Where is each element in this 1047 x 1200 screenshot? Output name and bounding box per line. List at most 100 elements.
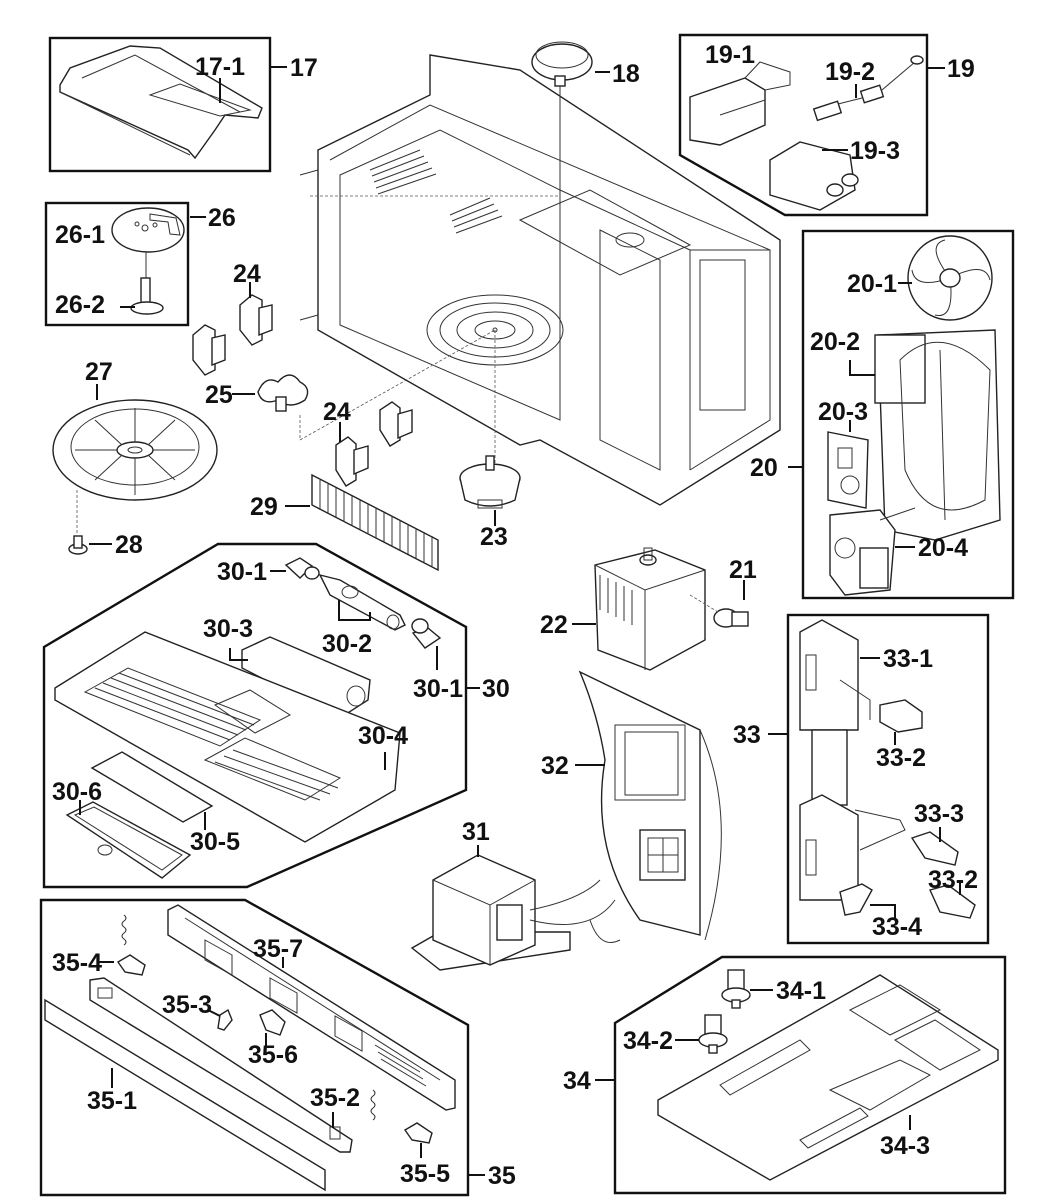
callout-34-3: 34-3 bbox=[880, 1132, 930, 1160]
group-34: 34-1 34-2 34-3 34 bbox=[563, 955, 1007, 1195]
callout-30-5: 30-5 bbox=[190, 828, 240, 856]
callout-30-1-top: 30-1 bbox=[217, 558, 267, 586]
callout-26: 26 bbox=[208, 204, 236, 232]
part-34-2-thermostat bbox=[698, 1014, 728, 1054]
callout-33: 33 bbox=[733, 721, 761, 749]
callout-25: 25 bbox=[205, 381, 233, 409]
callout-26-2: 26-2 bbox=[55, 291, 105, 319]
part-33-4-lever bbox=[839, 883, 873, 916]
callout-33-3: 33-3 bbox=[914, 800, 964, 828]
part-18-motor bbox=[531, 41, 593, 250]
part-32-waveguide-duct bbox=[578, 670, 722, 941]
group-26: 26-1 26-2 26 bbox=[44, 201, 236, 327]
part-30-2-heater bbox=[318, 573, 406, 631]
callout-17: 17 bbox=[290, 54, 318, 82]
callout-30-3: 30-3 bbox=[203, 615, 253, 643]
part-23-turntable-motor bbox=[459, 455, 521, 509]
group-17-box bbox=[48, 36, 272, 173]
callout-33-1: 33-1 bbox=[883, 645, 933, 673]
part-35-spring-lower bbox=[370, 1089, 376, 1121]
part-24-clip-lower bbox=[335, 401, 413, 487]
group-30: 30-1 30-2 30-1 30 30-3 3 bbox=[42, 542, 510, 889]
callout-35-4: 35-4 bbox=[52, 949, 102, 977]
callout-20: 20 bbox=[750, 454, 778, 482]
callout-20-4: 20-4 bbox=[918, 534, 968, 562]
callout-34-2: 34-2 bbox=[623, 1027, 673, 1055]
callout-32: 32 bbox=[541, 752, 569, 780]
callout-24-lower: 24 bbox=[323, 398, 351, 426]
part-33-3-switch bbox=[910, 831, 959, 866]
part-35-3-button bbox=[217, 1008, 233, 1031]
callout-20-1: 20-1 bbox=[847, 270, 897, 298]
callout-28: 28 bbox=[115, 531, 143, 559]
callout-24-upper: 24 bbox=[233, 260, 261, 288]
part-35-7-control-frame bbox=[167, 904, 456, 1111]
part-27-roller-ring bbox=[52, 399, 218, 501]
part-33-2-switch-upper bbox=[879, 699, 923, 733]
part-35-4-latch bbox=[116, 954, 146, 976]
part-35-2-pcb-bracket bbox=[89, 977, 353, 1153]
part-33-1-latch-body bbox=[799, 619, 906, 901]
callout-33-2-upper: 33-2 bbox=[876, 744, 926, 772]
part-35-1-control-panel bbox=[44, 998, 326, 1192]
part-31-transformer bbox=[410, 854, 621, 971]
callout-34: 34 bbox=[563, 1067, 591, 1095]
part-20-1-fan-blade bbox=[907, 235, 993, 321]
callout-19: 19 bbox=[947, 55, 975, 83]
part-20-4-fan-motor bbox=[829, 507, 916, 596]
callout-19-2: 19-2 bbox=[825, 58, 875, 86]
cavity-vent-grid bbox=[369, 149, 503, 234]
part-19-2-diode bbox=[812, 55, 924, 122]
part-33-2-switch-lower bbox=[929, 884, 976, 919]
part-20-2-fan-housing bbox=[874, 329, 1001, 541]
group-33-box bbox=[786, 613, 990, 945]
callout-21: 21 bbox=[729, 556, 757, 584]
part-35-5-latch bbox=[403, 1122, 433, 1144]
part-30-3-heater-cover bbox=[241, 636, 371, 719]
callout-34-1: 34-1 bbox=[776, 977, 826, 1005]
callout-26-1: 26-1 bbox=[55, 221, 105, 249]
part-26-1-coupler-plate bbox=[111, 207, 185, 253]
part-35-spring-upper bbox=[121, 914, 127, 946]
group-20-box bbox=[801, 229, 1015, 600]
part-20-3-pcb bbox=[827, 431, 869, 509]
part-19-1-bracket bbox=[689, 61, 791, 146]
callout-35-6: 35-6 bbox=[248, 1041, 298, 1069]
callout-35: 35 bbox=[488, 1162, 516, 1190]
callout-18: 18 bbox=[612, 60, 640, 88]
part-35-6-lever bbox=[259, 1009, 286, 1036]
callout-19-1: 19-1 bbox=[705, 41, 755, 69]
callout-33-2-lower: 33-2 bbox=[928, 866, 978, 894]
group-19-box bbox=[678, 33, 929, 217]
group-17: 17-1 17 bbox=[48, 36, 318, 173]
callout-17-1: 17-1 bbox=[195, 53, 245, 81]
part-21-thermostat bbox=[713, 608, 749, 628]
callout-35-3: 35-3 bbox=[162, 991, 212, 1019]
group-34-box bbox=[613, 955, 1007, 1195]
group-30-box bbox=[42, 542, 468, 889]
callout-20-2: 20-2 bbox=[810, 328, 860, 356]
callout-27: 27 bbox=[85, 358, 113, 386]
callout-19-3: 19-3 bbox=[850, 137, 900, 165]
part-30-6-filter-frame bbox=[65, 801, 192, 879]
callout-31: 31 bbox=[462, 818, 490, 846]
callout-35-2: 35-2 bbox=[310, 1084, 360, 1112]
part-30-1-lamp-holder-bottom bbox=[411, 618, 442, 649]
callout-29: 29 bbox=[250, 493, 278, 521]
callout-35-7: 35-7 bbox=[253, 935, 303, 963]
callout-30: 30 bbox=[482, 675, 510, 703]
part-26-2-shaft bbox=[120, 277, 164, 315]
group-20: 20-1 20-2 20-3 20-4 20 bbox=[750, 229, 1015, 600]
callout-22: 22 bbox=[540, 611, 568, 639]
group-35: 35-7 35-4 35-2 35-1 35-3 35-6 bbox=[39, 898, 516, 1197]
callout-30-4: 30-4 bbox=[358, 722, 408, 750]
part-19-3-capacitor bbox=[769, 141, 859, 211]
part-24-clip-upper bbox=[192, 294, 273, 376]
callout-30-2: 30-2 bbox=[322, 630, 372, 658]
part-17-1-cover bbox=[59, 45, 263, 160]
group-19: 19-1 19-2 19-3 19 bbox=[678, 33, 975, 217]
group-35-box bbox=[39, 898, 470, 1197]
callout-35-5: 35-5 bbox=[400, 1160, 450, 1188]
callout-35-1: 35-1 bbox=[87, 1087, 137, 1115]
